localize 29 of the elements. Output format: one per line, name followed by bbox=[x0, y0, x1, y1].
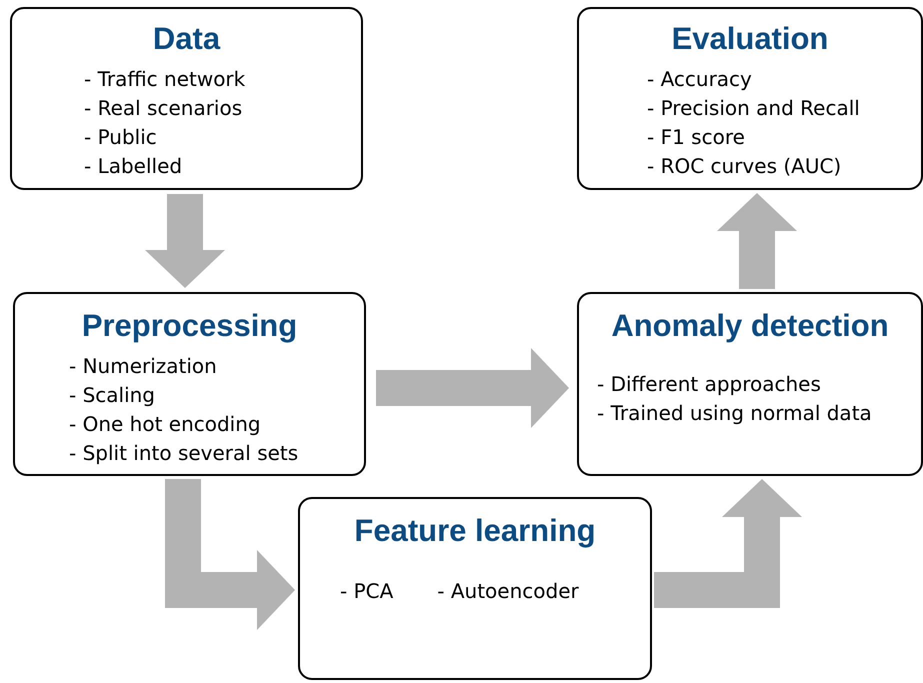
box-title: Evaluation bbox=[672, 21, 828, 57]
process-box bbox=[577, 7, 923, 190]
list-item: - One hot encoding bbox=[69, 411, 262, 438]
list-item: - Numerization bbox=[69, 353, 218, 380]
process-box bbox=[13, 292, 366, 476]
list-item: - Accuracy bbox=[647, 66, 753, 93]
list-item: - ROC curves (AUC) bbox=[647, 153, 842, 180]
list-item: - Autoencoder bbox=[437, 578, 579, 605]
box-title: Anomaly detection bbox=[611, 308, 889, 344]
process-box bbox=[10, 7, 363, 190]
list-item: - Split into several sets bbox=[69, 440, 300, 467]
box-title: Feature learning bbox=[354, 513, 596, 549]
list-item: - F1 score bbox=[647, 124, 746, 151]
block-arrow bbox=[145, 194, 225, 288]
box-title: Data bbox=[152, 21, 220, 57]
process-box bbox=[298, 497, 652, 680]
list-item: - Public bbox=[84, 124, 158, 151]
list-item: - Real scenarios bbox=[84, 95, 244, 122]
list-item: - PCA bbox=[340, 578, 394, 605]
block-arrow bbox=[376, 348, 569, 428]
list-item: - Trained using normal data bbox=[597, 400, 873, 427]
list-item: - Precision and Recall bbox=[647, 95, 861, 122]
block-arrow bbox=[717, 193, 797, 289]
list-item: - Scaling bbox=[69, 382, 156, 409]
list-item: - Traffic network bbox=[84, 66, 246, 93]
list-item: - Labelled bbox=[84, 153, 184, 180]
box-title: Preprocessing bbox=[82, 308, 298, 344]
process-box bbox=[577, 292, 923, 476]
list-item: - Different approaches bbox=[597, 371, 822, 398]
